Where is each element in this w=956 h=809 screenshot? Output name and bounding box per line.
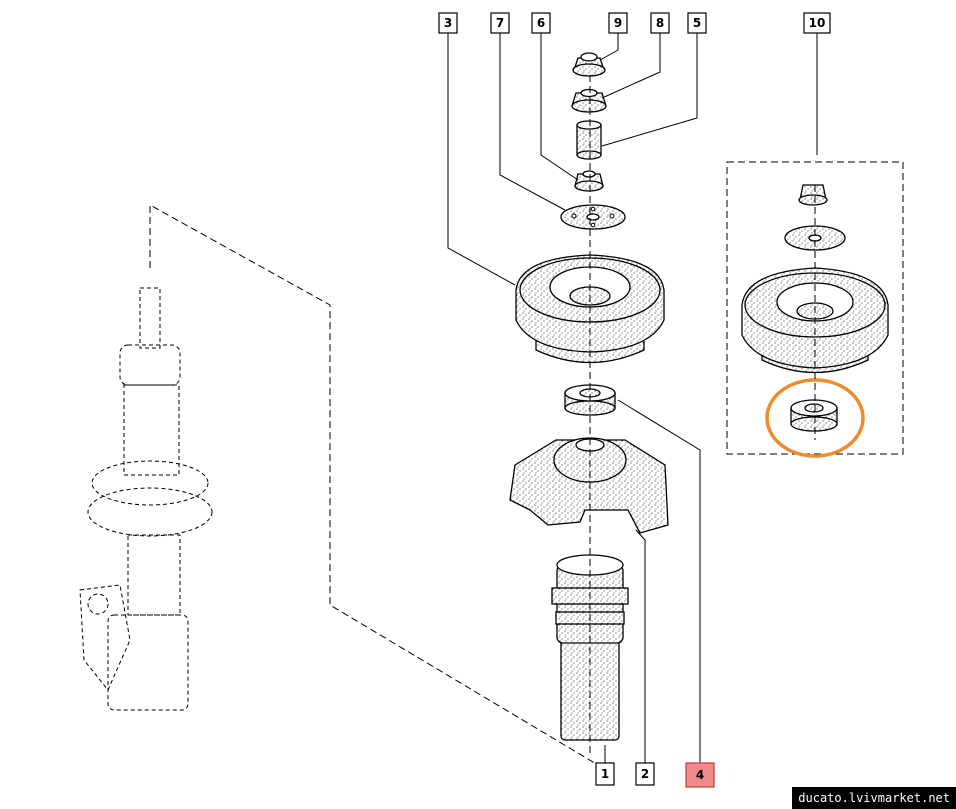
guide-line-left [149,204,599,766]
leader-4 [617,399,701,763]
callout-2: 2 [635,762,655,786]
svg-text:3: 3 [444,16,452,30]
callout-6: 6 [531,12,551,34]
callout-9: 9 [608,12,628,34]
callout-7: 7 [490,12,510,34]
leader-3 [447,33,516,286]
leader-9 [599,33,619,61]
callout-8: 8 [650,12,670,34]
site-watermark: ducato.lvivmarket.net [792,787,956,809]
callout-4-highlighted[interactable]: 4 [685,762,715,788]
leader-2 [635,529,646,763]
svg-text:4: 4 [696,768,704,782]
svg-text:8: 8 [656,16,664,30]
leader-8 [601,33,661,99]
washer-plate-part [560,204,626,230]
nut-part [571,88,607,113]
strut-assembly-outline [79,287,213,711]
svg-text:9: 9 [614,16,622,30]
callout-5: 5 [687,12,707,34]
highlight-ring [765,378,865,458]
inset-frame [726,161,904,455]
top-nut-part [572,52,606,77]
leader-6 [540,33,579,181]
spacer-sleeve-part [576,120,602,160]
svg-text:10: 10 [809,16,826,30]
spring-seat-part [509,437,669,534]
svg-text:5: 5 [693,16,701,30]
svg-text:6: 6 [537,16,545,30]
callout-10: 10 [803,12,831,34]
leader-7 [499,33,566,211]
callout-1: 1 [595,762,615,786]
svg-text:1: 1 [601,767,609,781]
svg-text:2: 2 [641,767,649,781]
small-nut-part [574,170,604,192]
callout-3: 3 [438,12,458,34]
leader-5 [601,33,698,147]
svg-text:7: 7 [496,16,504,30]
